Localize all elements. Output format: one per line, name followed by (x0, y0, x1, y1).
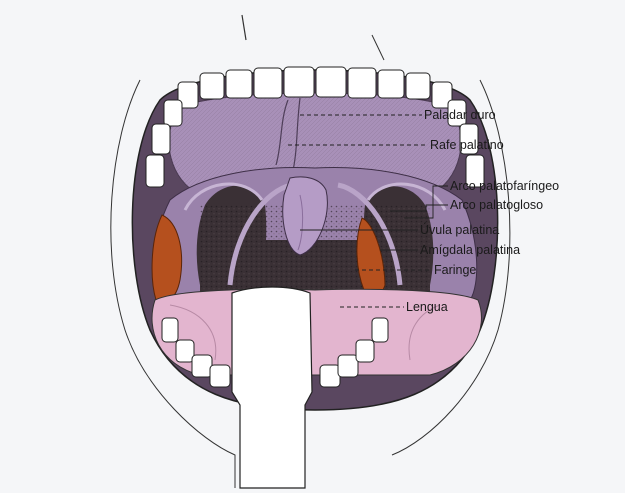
label-amigdala-palatina: Amígdala palatina (420, 243, 520, 257)
label-uvula-palatina: Úvula palatina (420, 222, 499, 237)
nose-stroke (242, 15, 246, 40)
label-lengua: Lengua (406, 300, 448, 314)
label-paladar-duro: Paladar duro (424, 108, 496, 122)
label-rafe-palatino: Rafe palatino (430, 138, 504, 152)
label-arco-palatofaringeo: Arco palatofaríngeo (450, 179, 559, 193)
tongue-depressor (232, 287, 312, 488)
cheek-stroke (372, 35, 384, 60)
label-faringe: Faringe (434, 263, 476, 277)
label-arco-palatogloso: Arco palatogloso (450, 198, 543, 212)
